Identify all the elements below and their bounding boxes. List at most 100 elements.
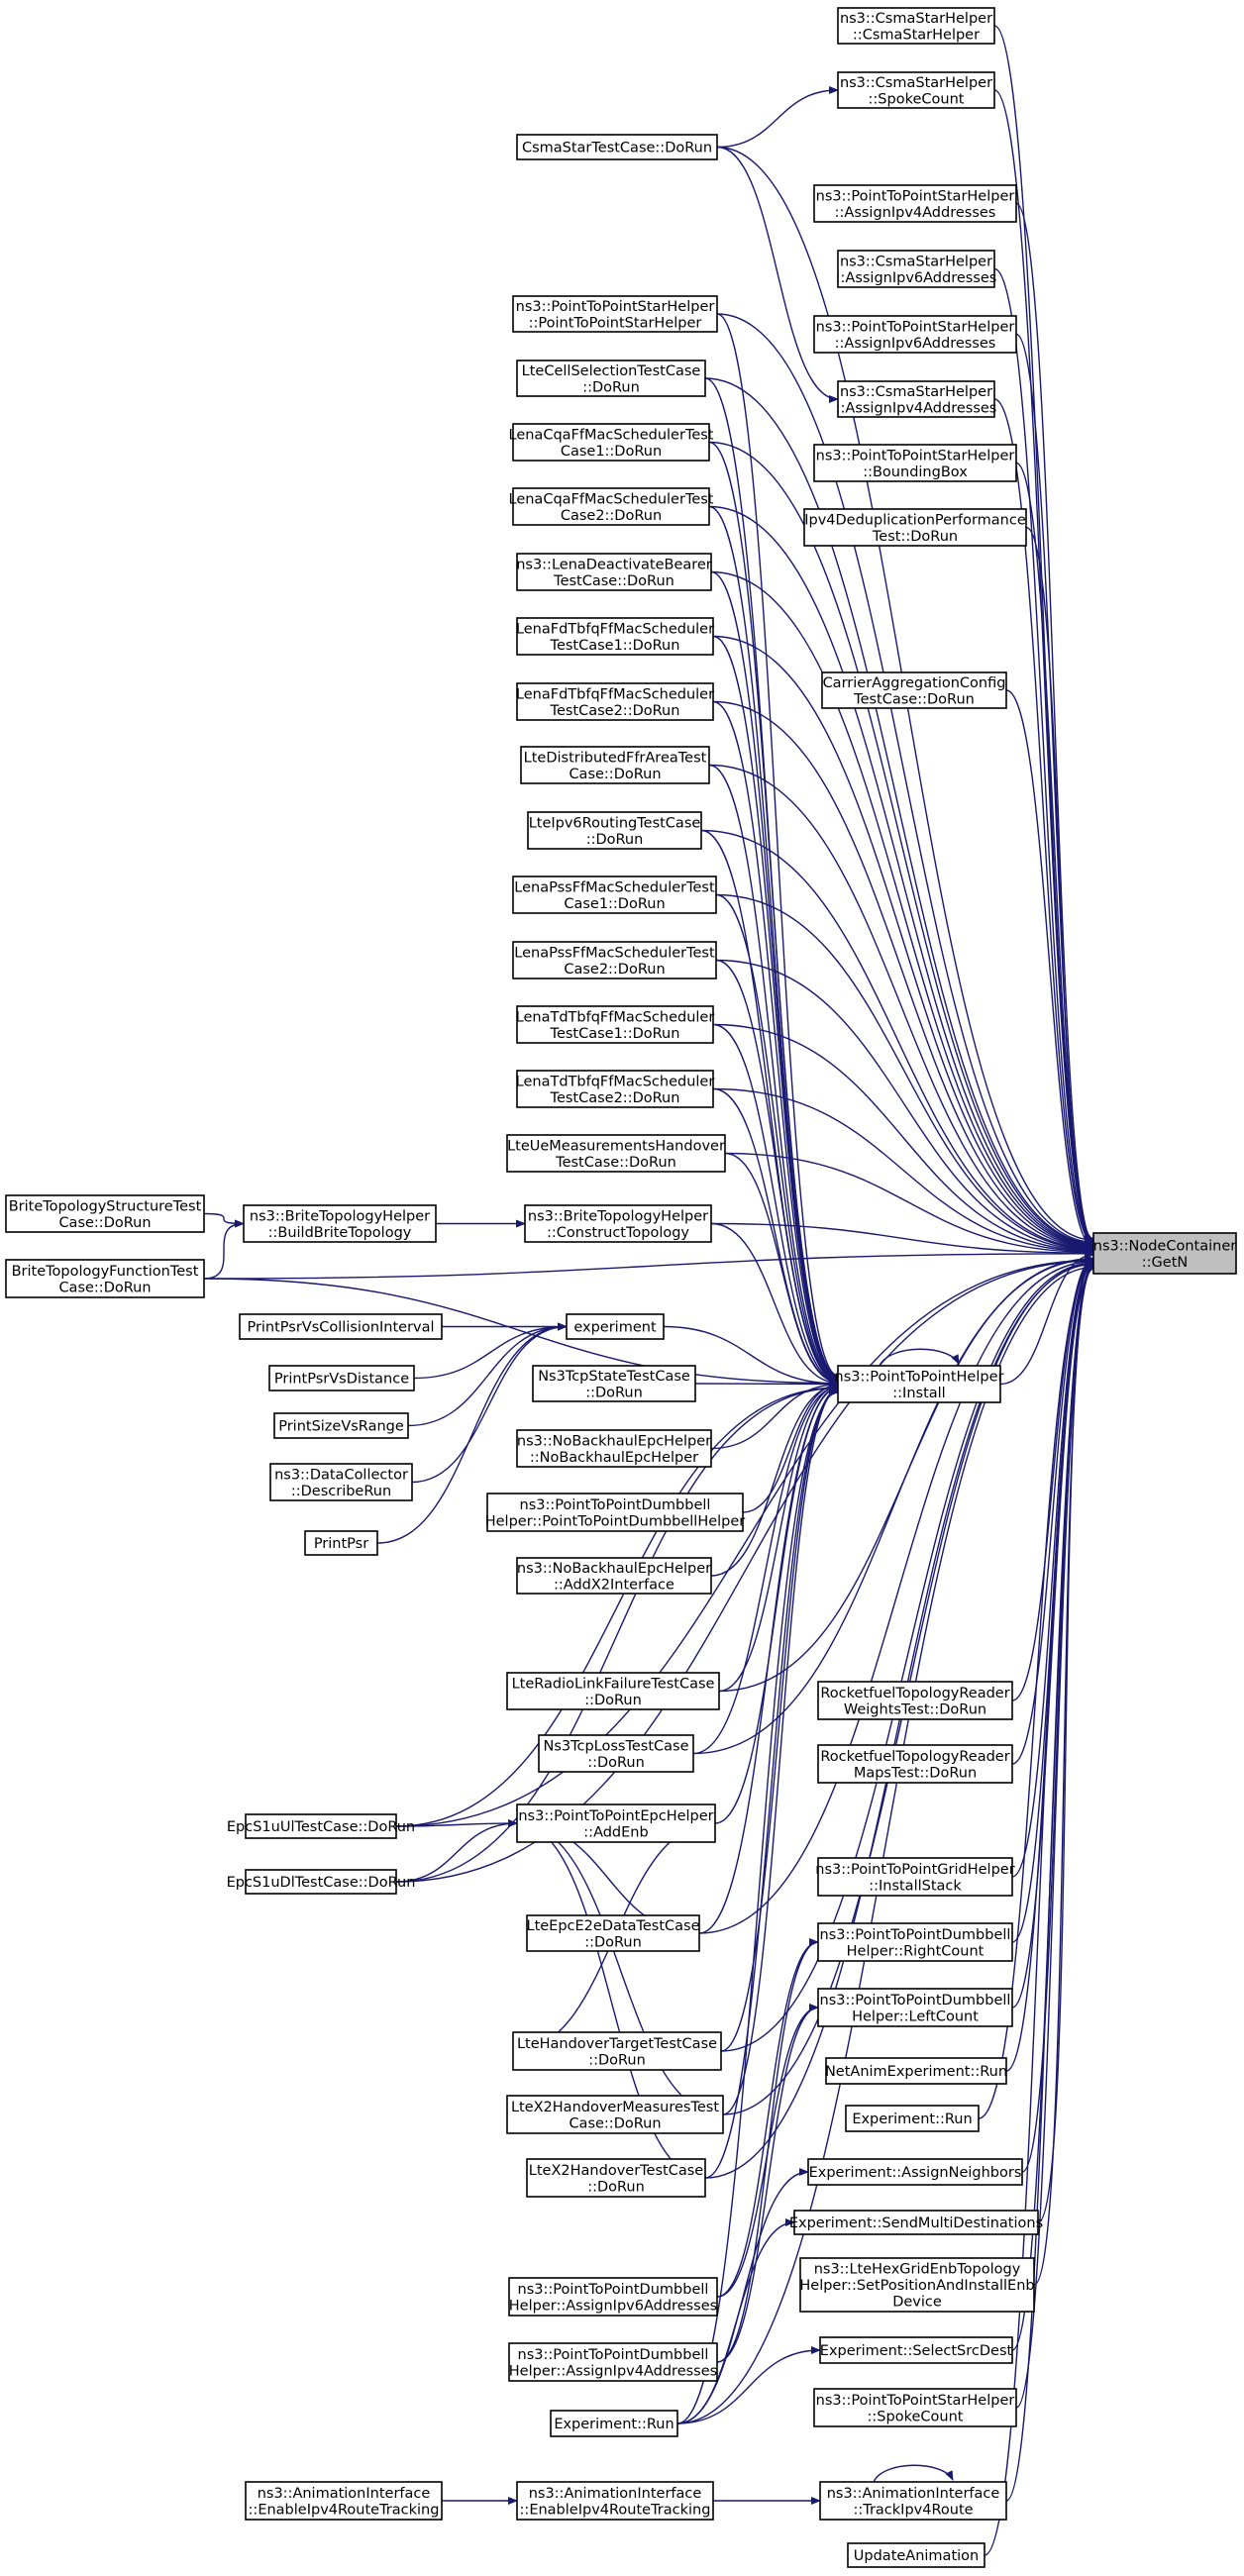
node-psrvsdist[interactable]: PrintPsrVsDistance bbox=[268, 1365, 415, 1391]
node-box bbox=[268, 1365, 415, 1391]
node-p2pstar_ipv4[interactable]: ns3::PointToPointStarHelper::AssignIpv4A… bbox=[813, 184, 1017, 223]
node-label-line: NetAnimExperiment::Run bbox=[825, 2064, 1007, 2080]
node-e2edata[interactable]: LteEpcE2eDataTestCase::DoRun bbox=[526, 1914, 700, 1952]
node-box bbox=[512, 423, 710, 462]
node-handovertarget[interactable]: LteHandoverTargetTestCase::DoRun bbox=[512, 2031, 722, 2071]
edge-fdtbfq2-to-getn bbox=[712, 700, 1094, 1251]
node-printpsr[interactable]: PrintPsr bbox=[304, 1530, 378, 1556]
node-box bbox=[793, 2210, 1039, 2235]
node-label-line: ns3::BriteTopologyHelper bbox=[528, 1208, 708, 1224]
node-box bbox=[532, 1365, 696, 1402]
node-britebuild[interactable]: ns3::BriteTopologyHelper::BuildBriteTopo… bbox=[243, 1204, 437, 1243]
node-p2pstar_ipv6[interactable]: ns3::PointToPointStarHelper::AssignIpv6A… bbox=[813, 315, 1017, 354]
node-addx2[interactable]: ns3::NoBackhaulEpcHelper::AddX2Interface bbox=[516, 1557, 712, 1595]
node-csma_spoke[interactable]: ns3::CsmaStarHelper::SpokeCount bbox=[837, 71, 995, 109]
node-assignneighbors[interactable]: Experiment::AssignNeighbors bbox=[807, 2158, 1023, 2186]
node-label-line: ::DoRun bbox=[588, 2052, 646, 2068]
node-label-line: ::AssignIpv6Addresses bbox=[835, 336, 996, 352]
edge-csma_spoke-to-getn bbox=[993, 89, 1094, 1244]
edge-csma_ipv6-to-getn bbox=[993, 267, 1094, 1246]
node-sendmulti[interactable]: Experiment::SendMultiDestinations bbox=[789, 2210, 1043, 2235]
node-ltecell[interactable]: LteCellSelectionTestCase::DoRun bbox=[516, 360, 706, 397]
node-rlf[interactable]: LteRadioLinkFailureTestCase::DoRun bbox=[506, 1672, 720, 1710]
node-exprun1[interactable]: Experiment::Run bbox=[845, 2105, 980, 2132]
edge-gridstack-to-getn bbox=[1011, 1257, 1094, 1878]
node-netanim[interactable]: NetAnimExperiment::Run bbox=[825, 2057, 1007, 2085]
node-label-line: ns3::PointToPointStarHelper bbox=[816, 188, 1015, 204]
node-box bbox=[516, 1557, 712, 1595]
node-rocketweights[interactable]: RocketfuelTopologyReaderWeightsTest::DoR… bbox=[817, 1681, 1013, 1720]
edge-p2pstar_ctor-to-getn bbox=[716, 313, 1094, 1247]
node-rightcount[interactable]: ns3::PointToPointDumbbellHelper::RightCo… bbox=[817, 1922, 1013, 1962]
node-tcploss[interactable]: Ns3TcpLossTestCase::DoRun bbox=[538, 1734, 694, 1773]
node-getn[interactable]: ns3::NodeContainer::GetN bbox=[1092, 1232, 1237, 1275]
node-updateanim[interactable]: UpdateAnimation bbox=[847, 2542, 985, 2568]
node-britecons[interactable]: ns3::BriteTopologyHelper::ConstructTopol… bbox=[524, 1204, 712, 1243]
node-sizevsrange[interactable]: PrintSizeVsRange bbox=[273, 1412, 409, 1439]
node-label-line: ::SpokeCount bbox=[868, 2409, 964, 2424]
node-label-line: ns3::PointToPointEpcHelper bbox=[518, 1808, 713, 1824]
node-gridstack[interactable]: ns3::PointToPointGridHelper::InstallStac… bbox=[815, 1857, 1015, 1897]
node-experiment[interactable]: experiment bbox=[566, 1313, 665, 1340]
edge-distffr-to-getn bbox=[708, 764, 1094, 1252]
node-selectsrcdest[interactable]: Experiment::SelectSrcDest bbox=[819, 2336, 1013, 2364]
node-p2pinstall[interactable]: ns3::PointToPointHelper::Install bbox=[835, 1365, 1004, 1403]
node-label-line: ns3::NodeContainer bbox=[1093, 1238, 1236, 1254]
node-epcdl[interactable]: EpcS1uDlTestCase::DoRun bbox=[227, 1869, 416, 1895]
node-box bbox=[526, 1914, 700, 1952]
node-box bbox=[566, 1313, 665, 1340]
node-box bbox=[516, 1070, 714, 1108]
node-csma_ipv4[interactable]: ns3::CsmaStarHelper::AssignIpv4Addresses bbox=[836, 380, 997, 418]
node-csma_ipv6[interactable]: ns3::CsmaStarHelper::AssignIpv6Addresses bbox=[836, 250, 997, 288]
node-describerun[interactable]: ns3::DataCollector::DescribeRun bbox=[269, 1463, 413, 1501]
node-nobackhaul[interactable]: ns3::NoBackhaulEpcHelper::NoBackhaulEpcH… bbox=[516, 1429, 712, 1468]
node-p2pstar_spoke[interactable]: ns3::PointToPointStarHelper::SpokeCount bbox=[813, 2388, 1017, 2427]
node-leftcount[interactable]: ns3::PointToPointDumbbellHelper::LeftCou… bbox=[817, 1988, 1013, 2027]
node-label-line: TestCase::DoRun bbox=[553, 573, 674, 589]
node-box bbox=[304, 1530, 378, 1556]
node-tcpstate[interactable]: Ns3TcpStateTestCase::DoRun bbox=[532, 1365, 696, 1402]
node-p2pstar_bbox[interactable]: ns3::PointToPointStarHelper::BoundingBox bbox=[813, 444, 1017, 482]
node-psrvscoll[interactable]: PrintPsrVsCollisionInterval bbox=[239, 1313, 443, 1340]
node-box bbox=[813, 2388, 1017, 2427]
node-csma_ctor[interactable]: ns3::CsmaStarHelper::CsmaStarHelper bbox=[837, 7, 995, 45]
node-dumbbell_ctor[interactable]: ns3::PointToPointDumbbellHelper::PointTo… bbox=[485, 1493, 746, 1532]
edge-printpsr-to-experiment bbox=[376, 1322, 568, 1544]
node-csmatest[interactable]: CsmaStarTestCase::DoRun bbox=[516, 134, 718, 160]
node-label-line: TestCase2::DoRun bbox=[550, 1090, 680, 1106]
node-dumbbell_ipv6[interactable]: ns3::PointToPointDumbbellHelper::AssignI… bbox=[508, 2277, 718, 2317]
node-anim_enable1[interactable]: ns3::AnimationInterface::EnableIpv4Route… bbox=[245, 2481, 443, 2521]
node-label-line: Case1::DoRun bbox=[564, 896, 665, 912]
node-hexgrid[interactable]: ns3::LteHexGridEnbTopologyHelper::SetPos… bbox=[799, 2257, 1035, 2313]
node-label-line: Case2::DoRun bbox=[561, 508, 662, 524]
node-anim_track[interactable]: ns3::AnimationInterface::TrackIpv4Route bbox=[819, 2481, 1007, 2521]
node-ipv6routing[interactable]: LteIpv6RoutingTestCase::DoRun bbox=[527, 811, 702, 850]
node-label-line: ::NoBackhaulEpcHelper bbox=[530, 1450, 698, 1466]
node-label-line: Device bbox=[892, 2295, 942, 2311]
node-epcul[interactable]: EpcS1uUlTestCase::DoRun bbox=[227, 1813, 415, 1839]
node-anim_enable2[interactable]: ns3::AnimationInterface::EnableIpv4Route… bbox=[516, 2481, 714, 2521]
edge-cqa1-to-p2pinstall bbox=[708, 441, 839, 1381]
node-x2handover[interactable]: LteX2HandoverTestCase::DoRun bbox=[526, 2158, 706, 2198]
node-dumbbell_ipv4[interactable]: ns3::PointToPointDumbbellHelper::AssignI… bbox=[508, 2342, 718, 2382]
node-addenb[interactable]: ns3::PointToPointEpcHelper::AddEnb bbox=[516, 1803, 716, 1843]
node-p2pstar_ctor[interactable]: ns3::PointToPointStarHelper::PointToPoin… bbox=[512, 295, 718, 333]
node-exprun2[interactable]: Experiment::Run bbox=[550, 2410, 678, 2437]
